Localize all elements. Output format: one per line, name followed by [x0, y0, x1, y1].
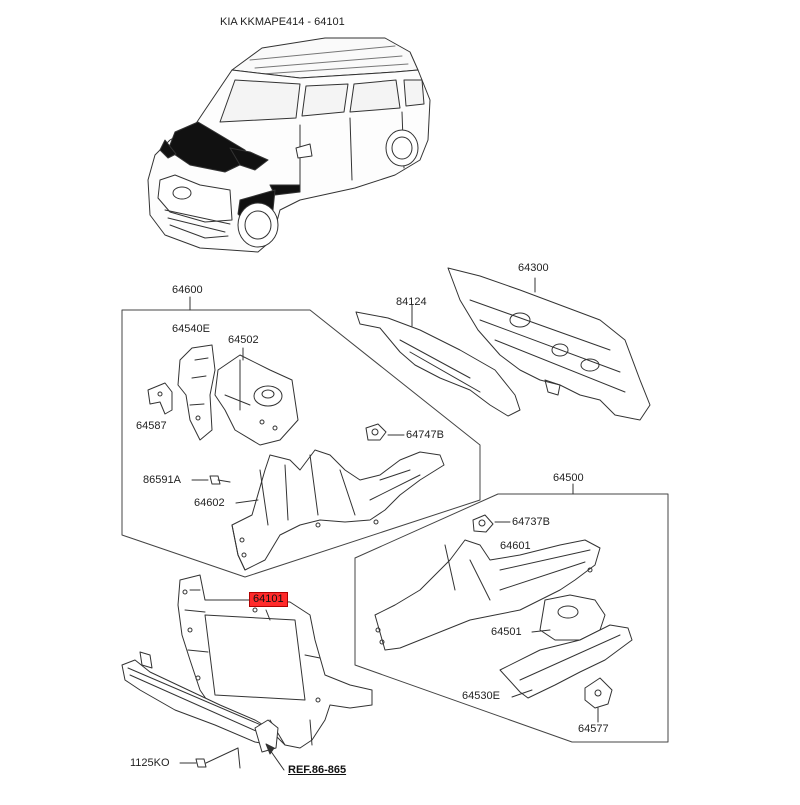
- callout-64540e[interactable]: 64540E: [172, 323, 210, 335]
- callout-64300[interactable]: 64300: [518, 262, 549, 274]
- callout-64747b[interactable]: 64747B: [406, 429, 444, 441]
- part-64101-front-end-module: [177, 574, 373, 749]
- callout-64587[interactable]: 64587: [136, 420, 167, 432]
- vehicle-illustration: [147, 37, 431, 253]
- callout-64577[interactable]: 64577: [578, 723, 609, 735]
- callout-86591a[interactable]: 86591A: [143, 474, 181, 486]
- callout-64101-highlighted[interactable]: 64101: [249, 592, 288, 607]
- callout-64737b[interactable]: 64737B: [512, 516, 550, 528]
- callout-84124[interactable]: 84124: [396, 296, 427, 308]
- callout-1125ko[interactable]: 1125KO: [130, 757, 170, 769]
- reference-link[interactable]: REF.86-865: [288, 764, 347, 776]
- callout-64602[interactable]: 64602: [194, 497, 225, 509]
- group-box-64500: [354, 483, 669, 743]
- callout-64502[interactable]: 64502: [228, 334, 259, 346]
- group-box-64600: [121, 296, 481, 578]
- callout-64601[interactable]: 64601: [500, 540, 531, 552]
- callout-64501[interactable]: 64501: [491, 626, 522, 638]
- ref-arrow: [265, 743, 285, 771]
- part-64540e: [177, 344, 216, 441]
- part-64577: [584, 677, 613, 723]
- part-64601: [374, 539, 601, 651]
- part-1125ko: [179, 747, 241, 769]
- part-64502: [214, 354, 299, 446]
- part-86591a: [191, 475, 231, 485]
- part-84124: [355, 304, 521, 417]
- callout-64600[interactable]: 64600: [172, 284, 203, 296]
- part-64747b: [365, 423, 405, 441]
- part-64530e: [499, 624, 633, 699]
- part-64737b: [472, 514, 511, 533]
- diagram-title: KIA KKMAPE414 - 64101: [220, 16, 345, 28]
- part-64602: [231, 449, 445, 571]
- part-64300: [447, 267, 651, 421]
- part-64587: [147, 382, 173, 415]
- callout-64500[interactable]: 64500: [553, 472, 584, 484]
- callout-64530e[interactable]: 64530E: [462, 690, 500, 702]
- part-bumper-beam: [121, 651, 279, 753]
